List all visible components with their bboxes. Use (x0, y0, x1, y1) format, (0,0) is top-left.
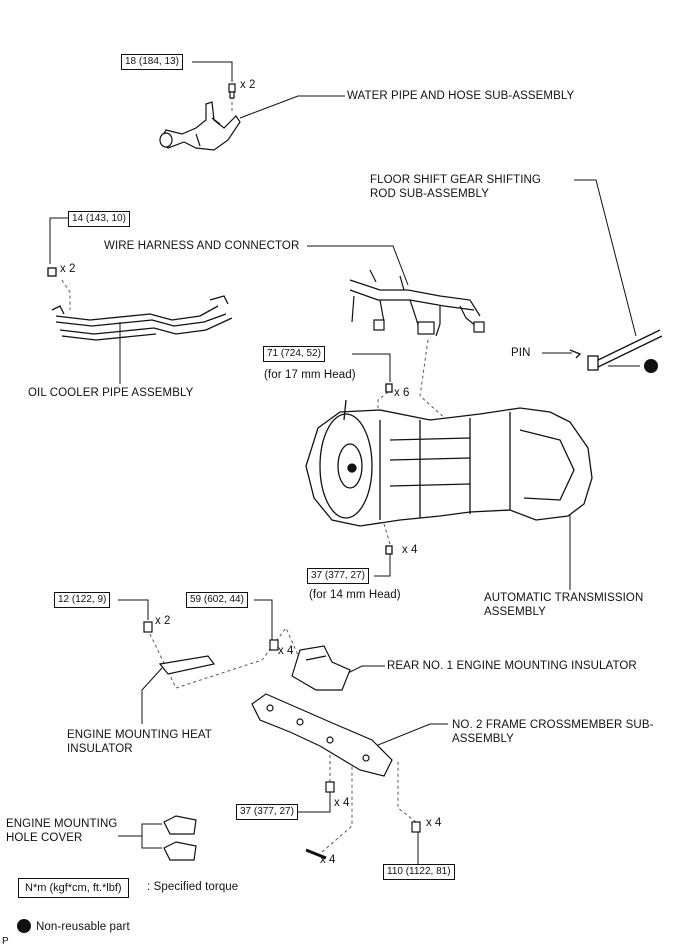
leader-wire-harness (307, 245, 409, 286)
label-hole-cover-1: ENGINE MOUNTING (6, 818, 118, 830)
nonreusable-dot-icon (644, 359, 658, 373)
label-hole-cover-2: HOLE COVER (6, 832, 83, 844)
torque-box-3: 71 (724, 52) (263, 346, 325, 362)
legend-unit-box: N*m (kgf*cm, ft.*lbf) (18, 878, 129, 898)
qty-crossmember-lower-bolt: x 4 (320, 854, 336, 866)
qty-oil-cooler-bolt: x 2 (60, 263, 76, 275)
torque-box-5: 12 (122, 9) (54, 592, 111, 608)
label-water-pipe: WATER PIPE AND HOSE SUB-ASSEMBLY (347, 90, 575, 102)
leader-t6 (254, 599, 273, 640)
leader-floor-shift (574, 179, 637, 337)
leader-crossmember (377, 723, 448, 746)
qty-water-pipe-bolt: x 2 (240, 79, 256, 91)
torque-box-2: 14 (143, 10) (68, 211, 130, 227)
leader-heat-ins (141, 667, 163, 724)
note-17mm-head: (for 17 mm Head) (264, 369, 356, 381)
label-floor-shift-2: ROD SUB-ASSEMBLY (370, 188, 489, 200)
legend-unit-desc: : Specified torque (147, 881, 239, 893)
hole-cover-drawing (163, 815, 197, 861)
label-wire-harness: WIRE HARNESS AND CONNECTOR (104, 240, 300, 252)
torque-box-1: 18 (184, 13) (121, 54, 183, 70)
label-auto-trans-1: AUTOMATIC TRANSMISSION (484, 592, 644, 604)
leader-t7 (298, 792, 331, 813)
label-heat-ins-1: ENGINE MOUNTING HEAT (67, 729, 212, 741)
leader-hole-cover-2 (141, 836, 162, 849)
label-crossmember-1: NO. 2 FRAME CROSSMEMBER SUB- (452, 719, 654, 731)
leader-water-pipe (239, 95, 345, 119)
leader-t5 (118, 599, 149, 620)
leader-t1 (192, 61, 233, 82)
legend-nonreusable: Non-reusable part (36, 921, 130, 933)
wire-harness-drawing (349, 269, 485, 337)
crossmember-drawing (251, 693, 421, 860)
corner-mark: P (2, 936, 9, 947)
label-crossmember-2: ASSEMBLY (452, 733, 514, 745)
torque-box-6: 59 (602, 44) (186, 592, 248, 608)
heat-insulator-drawing (143, 621, 216, 675)
shift-rod-drawing (569, 329, 663, 371)
label-rear-mount: REAR NO. 1 ENGINE MOUNTING INSULATOR (387, 660, 637, 672)
label-oil-cooler: OIL COOLER PIPE ASSEMBLY (28, 387, 194, 399)
torque-box-4: 37 (377, 27) (307, 568, 369, 584)
water-pipe-drawing (159, 83, 241, 151)
leader-hole-cover (118, 823, 162, 837)
transmission-drawing (305, 383, 593, 555)
qty-crossmember-bolt: x 4 (334, 797, 350, 809)
qty-17mm-bolt: x 6 (394, 387, 410, 399)
label-heat-ins-2: INSULATOR (67, 743, 133, 755)
qty-heat-ins-bolt: x 2 (155, 615, 171, 627)
torque-box-8: 110 (1122, 81) (383, 864, 455, 880)
label-pin: PIN (511, 347, 531, 359)
oil-cooler-drawing (47, 267, 233, 341)
torque-box-7: 37 (377, 27) (236, 804, 298, 820)
leader-t4 (374, 552, 391, 577)
qty-nut: x 4 (426, 817, 442, 829)
label-auto-trans-2: ASSEMBLY (484, 606, 546, 618)
leader-t2 (49, 217, 68, 264)
qty-mount-bolt: x 4 (278, 645, 294, 657)
leader-t3 (352, 353, 391, 382)
rear-mount-drawing (269, 639, 351, 691)
qty-14mm-bolt: x 4 (402, 544, 418, 556)
legend-dot-icon (17, 919, 31, 933)
label-floor-shift-1: FLOOR SHIFT GEAR SHIFTING (370, 174, 541, 186)
note-14mm-head: (for 14 mm Head) (309, 589, 401, 601)
